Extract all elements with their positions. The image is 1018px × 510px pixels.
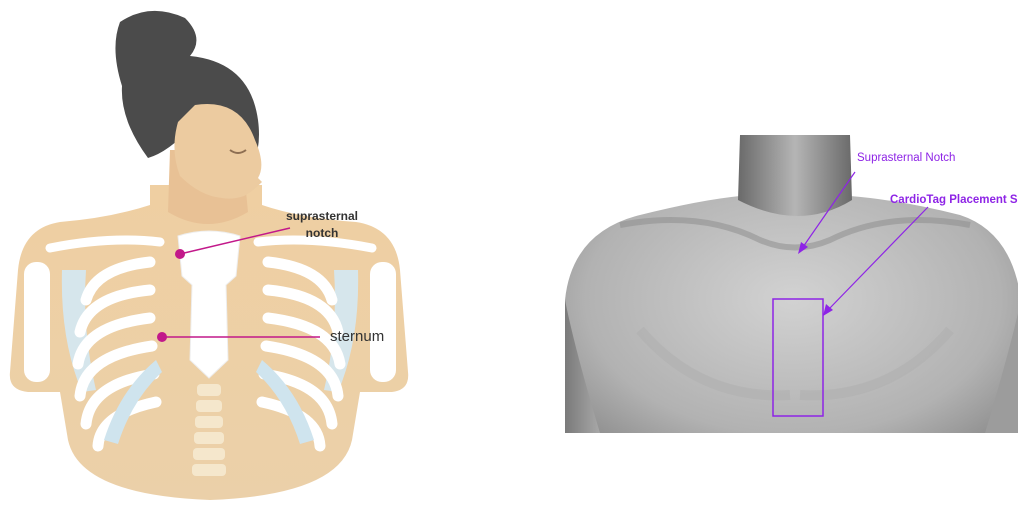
left-humerus	[24, 262, 50, 382]
torso-render-panel: Suprasternal Notch CardioTag Placement S…	[560, 0, 1018, 510]
torso-render: Suprasternal Notch CardioTag Placement S…	[560, 0, 1018, 510]
skeleton-illustration: suprasternal notch sternum	[0, 0, 420, 510]
neck-render	[738, 135, 852, 216]
cardiotag-placement-label: CardioTag Placement Sit	[890, 194, 1018, 206]
suprasternal-notch-label: Suprasternal Notch	[857, 152, 955, 164]
right-humerus	[370, 262, 396, 382]
suprasternal-notch-label-line2: notch	[306, 226, 339, 240]
suprasternal-notch-label-line1: suprasternal	[286, 209, 358, 223]
sternum-label: sternum	[330, 328, 384, 345]
skeleton-illustration-panel: suprasternal notch sternum	[0, 0, 420, 510]
